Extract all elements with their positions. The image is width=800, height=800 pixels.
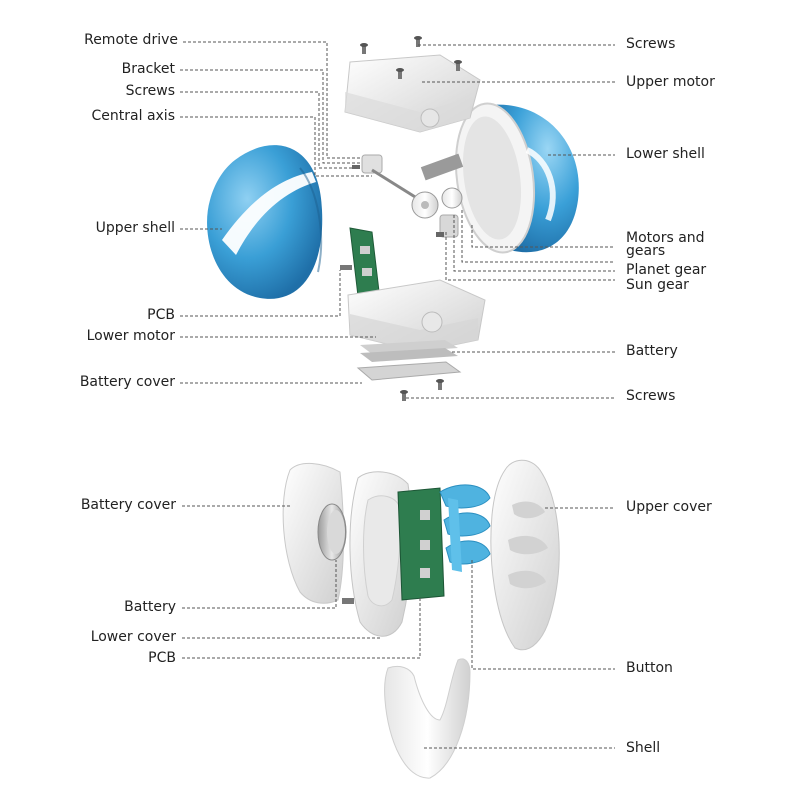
- top-leader-lines: [180, 41, 615, 399]
- bottom-lower-cover-part: [349, 471, 413, 637]
- label-pcb-top: PCB: [147, 307, 175, 323]
- label-pcb-bottom: PCB: [148, 650, 176, 666]
- label-screws-bottom: Screws: [626, 388, 676, 404]
- bottom-button-part: [439, 484, 491, 572]
- label-central-axis: Central axis: [91, 108, 175, 124]
- bottom-battery-part: [317, 503, 354, 604]
- label-screws-top: Screws: [626, 36, 676, 52]
- label-screws-left: Screws: [125, 83, 175, 99]
- label-battery-top: Battery: [626, 343, 678, 359]
- top-pcb-part: [340, 227, 381, 301]
- battery-stack-part: [356, 340, 462, 401]
- label-lower-motor: Lower motor: [86, 328, 175, 344]
- central-mechanism: [352, 153, 464, 238]
- lower-shell-part: [454, 102, 579, 254]
- label-planet-gear: Planet gear: [626, 262, 707, 278]
- label-lower-shell: Lower shell: [626, 146, 705, 162]
- label-upper-shell: Upper shell: [95, 220, 175, 236]
- label-motors-and-gears-line2: gears: [626, 243, 666, 259]
- label-button: Button: [626, 660, 673, 676]
- label-shell: Shell: [626, 740, 661, 756]
- bottom-pcb-part: [397, 487, 445, 601]
- label-upper-motor: Upper motor: [626, 74, 715, 90]
- bottom-shell-part: [384, 658, 471, 779]
- lower-motor-part: [347, 279, 486, 353]
- label-battery-cover-bottom: Battery cover: [80, 497, 176, 513]
- label-upper-cover: Upper cover: [626, 499, 712, 515]
- label-lower-cover: Lower cover: [90, 629, 176, 645]
- bottom-upper-cover-part: [490, 459, 560, 651]
- label-battery-bottom: Battery: [124, 599, 176, 615]
- top-screws: [360, 36, 462, 79]
- bottom-leader-lines: [182, 505, 615, 749]
- bottom-battery-cover-part: [282, 463, 345, 604]
- upper-shell-part: [207, 145, 323, 299]
- label-remote-drive: Remote drive: [84, 32, 178, 48]
- label-bracket: Bracket: [121, 61, 175, 77]
- label-motors-and-gears-line1: Motors and: [626, 230, 705, 246]
- label-sun-gear: Sun gear: [626, 277, 689, 293]
- upper-motor-part: [344, 54, 481, 133]
- label-battery-cover-top: Battery cover: [79, 374, 175, 390]
